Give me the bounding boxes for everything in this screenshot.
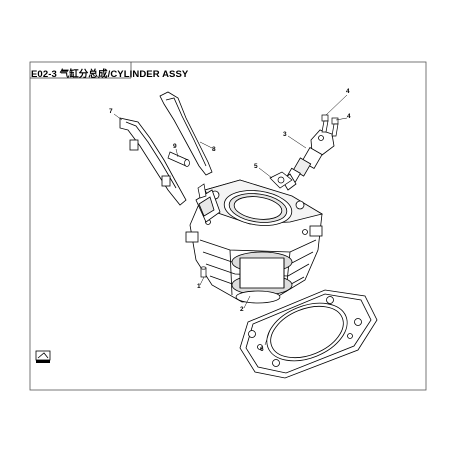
tensioner-bolt-lower <box>331 117 339 137</box>
locating-dowel <box>200 266 207 278</box>
callout-2: 2 <box>240 306 244 313</box>
leader-lines <box>113 94 348 346</box>
cylinder-block <box>185 179 324 304</box>
callout-5: 5 <box>254 163 258 170</box>
tensioner-gasket <box>269 171 293 189</box>
chain-guide <box>159 91 213 176</box>
cylinder-base-gasket <box>239 289 378 379</box>
callout-6: 6 <box>260 346 264 353</box>
callout-3: 3 <box>283 131 287 138</box>
tensioner-bolt-upper <box>321 114 329 133</box>
orientation-mark-icon <box>35 350 51 363</box>
callout-7: 7 <box>109 108 113 115</box>
callout-9: 9 <box>173 143 177 150</box>
callout-4-lower: 4 <box>347 113 351 120</box>
diagram-title: E02-3 气缸分总成/CYLINDER ASSY <box>31 69 189 80</box>
chain-guide-rail <box>119 117 187 206</box>
callout-8: 8 <box>212 146 216 153</box>
dowel-pin <box>167 151 207 199</box>
sheet-frame <box>29 61 427 391</box>
callout-1: 1 <box>197 283 201 290</box>
callout-4-upper: 4 <box>346 88 350 95</box>
